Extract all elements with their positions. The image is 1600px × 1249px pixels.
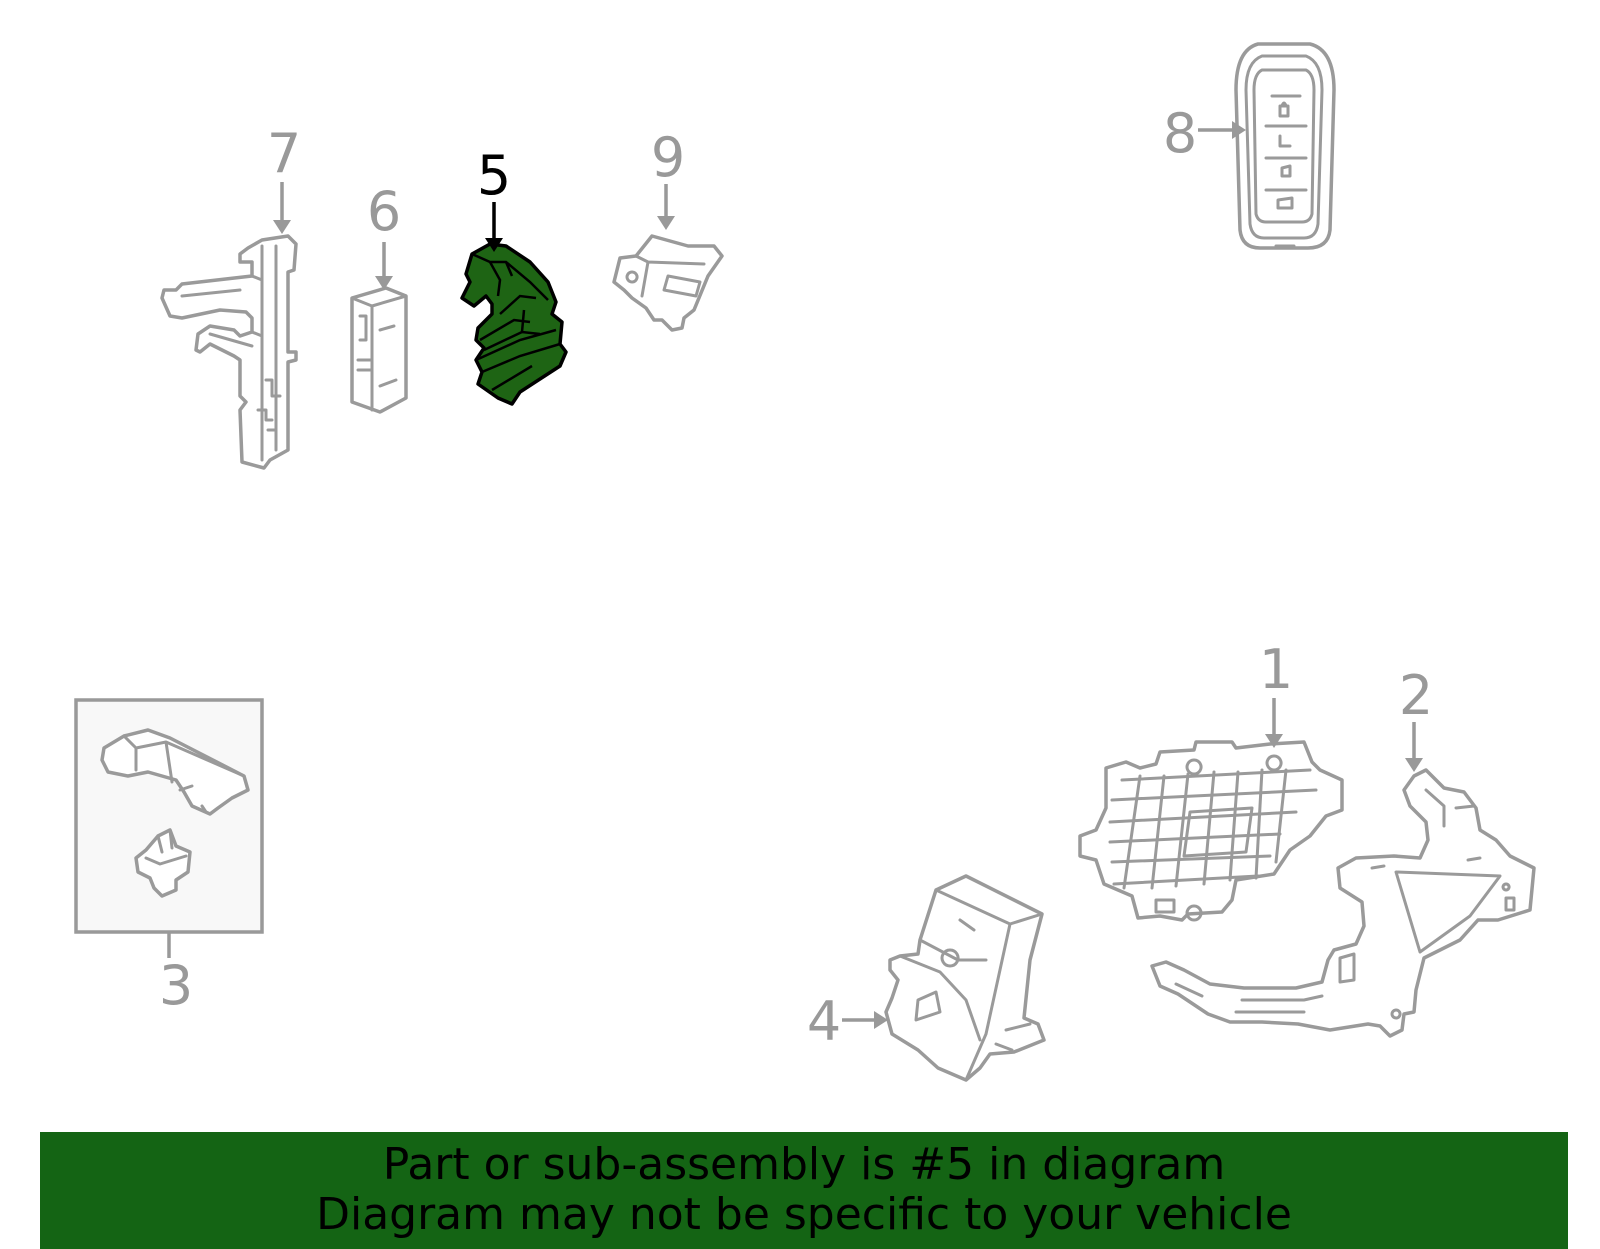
info-banner: Part or sub-assembly is #5 in diagram Di… [40,1132,1568,1249]
part-5-highlighted[interactable] [460,242,568,406]
part-3-sensor[interactable] [100,728,250,898]
callout-6[interactable]: 6 [367,180,401,243]
part-1-module[interactable] [1078,740,1344,922]
part-6-module[interactable] [350,286,408,414]
part-4-housing[interactable] [884,874,1046,1082]
arrowhead-1 [1265,734,1283,748]
banner-line-2: Diagram may not be specific to your vehi… [316,1189,1292,1240]
callout-9[interactable]: 9 [651,126,685,189]
part-2-bracket[interactable] [1150,768,1536,1038]
arrowhead-6 [375,276,393,290]
arrowhead-5 [485,238,503,252]
callout-2[interactable]: 2 [1399,664,1433,727]
arrowhead-8 [1232,121,1246,139]
part-9-bracket[interactable] [612,234,724,332]
part-8-key-fob[interactable] [1234,42,1336,250]
arrowhead-7 [273,220,291,234]
part-3-inset-box [74,698,264,934]
arrowhead-2 [1405,758,1423,772]
callout-7[interactable]: 7 [267,122,301,185]
banner-line-1: Part or sub-assembly is #5 in diagram [382,1139,1226,1190]
arrowhead-9 [657,216,675,230]
callout-1[interactable]: 1 [1259,638,1293,701]
part-7-bracket[interactable] [160,234,298,470]
callout-5[interactable]: 5 [477,144,511,207]
callout-3[interactable]: 3 [159,954,193,1017]
arrowhead-4 [874,1011,888,1029]
callout-8[interactable]: 8 [1163,102,1197,165]
callout-4[interactable]: 4 [807,990,841,1053]
